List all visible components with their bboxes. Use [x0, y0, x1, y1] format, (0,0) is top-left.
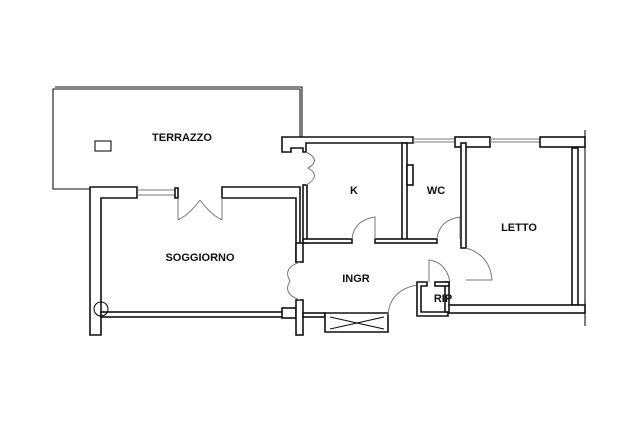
room-label-letto: LETTO	[501, 222, 537, 234]
room-label-terrazzo: TERRAZZO	[152, 132, 212, 144]
kitchen-walls	[302, 142, 438, 244]
door-terrace	[177, 198, 223, 221]
terrace-outline	[52, 86, 303, 190]
column-icon	[93, 301, 109, 317]
room-label-ripostiglio: RIP	[434, 293, 452, 305]
wc-letto-walls	[436, 142, 586, 326]
room-label-ingresso: INGR	[342, 273, 370, 285]
room-label-kitchen: K	[350, 185, 358, 197]
entrance-walls	[287, 242, 451, 333]
room-label-wc: WC	[427, 185, 445, 197]
room-label-soggiorno: SOGGIORNO	[165, 252, 235, 264]
terrace-fixture	[94, 140, 112, 152]
north-walls	[281, 130, 586, 153]
